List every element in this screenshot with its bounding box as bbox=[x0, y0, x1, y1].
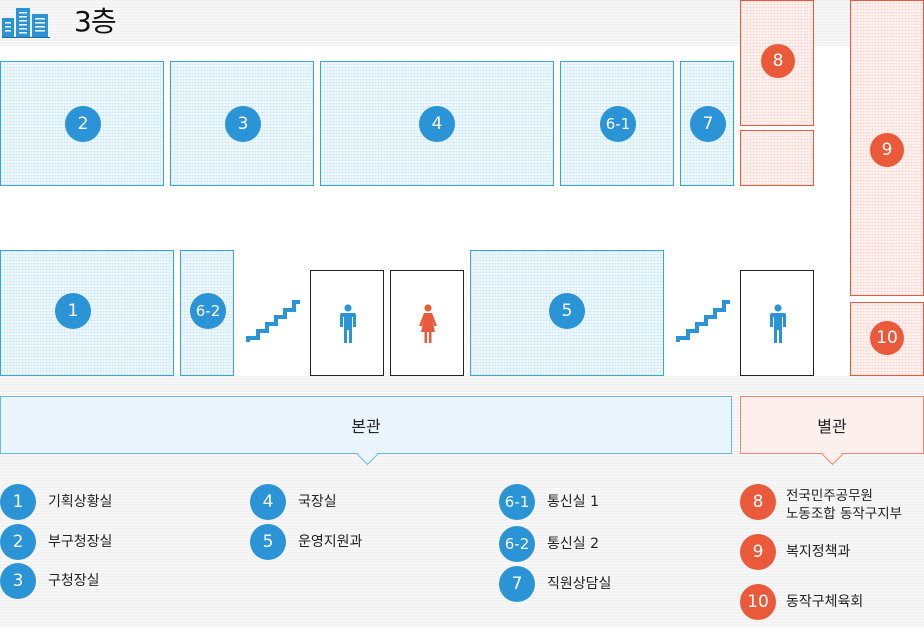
legend-badge: 5 bbox=[250, 524, 286, 560]
legend-label: 구청장실 bbox=[48, 573, 100, 589]
legend-item[interactable]: 8 전국민주공무원 노동조합 동작구지부 bbox=[740, 484, 924, 526]
room-1-badge: 1 bbox=[55, 293, 91, 329]
room-9[interactable]: 9 bbox=[850, 0, 924, 296]
building-icon bbox=[2, 8, 50, 38]
legend-badge: 4 bbox=[250, 484, 286, 520]
room-7[interactable]: 7 bbox=[680, 61, 734, 186]
room-6-2[interactable]: 6-2 bbox=[180, 250, 234, 376]
male-restroom-icon bbox=[770, 304, 786, 343]
room-3[interactable]: 3 bbox=[170, 61, 314, 186]
room-10-badge: 10 bbox=[870, 321, 904, 355]
legend-label: 직원상담실 bbox=[547, 576, 612, 592]
room-3-badge: 3 bbox=[225, 106, 261, 142]
room-7-badge: 7 bbox=[690, 106, 726, 142]
room-10[interactable]: 10 bbox=[850, 302, 924, 376]
female-restroom-icon bbox=[419, 304, 437, 343]
legend-item[interactable]: 4 국장실 bbox=[250, 484, 470, 520]
legend-item[interactable]: 10 동작구체육회 bbox=[740, 584, 924, 620]
stairs-icon bbox=[676, 300, 730, 342]
legend-item[interactable]: 1 기획상황실 bbox=[0, 484, 220, 520]
legend-badge: 1 bbox=[0, 484, 36, 520]
room-1[interactable]: 1 bbox=[0, 250, 174, 376]
room-2-badge: 2 bbox=[65, 106, 101, 142]
legend-label: 부구청장실 bbox=[48, 534, 113, 550]
room-4-badge: 4 bbox=[419, 106, 455, 142]
legend-label: 국장실 bbox=[298, 494, 337, 510]
male-restroom-icon bbox=[340, 304, 356, 343]
legend-label: 기획상황실 bbox=[48, 494, 113, 510]
legend-badge: 2 bbox=[0, 524, 36, 560]
legend-badge: 7 bbox=[499, 566, 535, 602]
legend-badge: 6-2 bbox=[499, 526, 535, 562]
legend-badge: 9 bbox=[740, 534, 776, 570]
room-8[interactable]: 8 bbox=[740, 0, 814, 126]
legend-item[interactable]: 6-2 통신실 2 bbox=[499, 526, 719, 562]
room-5[interactable]: 5 bbox=[470, 250, 664, 376]
room-8-badge: 8 bbox=[761, 44, 795, 78]
legend-badge: 6-1 bbox=[499, 484, 535, 520]
legend-badge: 10 bbox=[740, 584, 776, 620]
room-9-badge: 9 bbox=[870, 133, 904, 167]
room-6-1-badge: 6-1 bbox=[600, 106, 636, 142]
room-6-2-badge: 6-2 bbox=[190, 293, 226, 329]
room-8-annex-storage[interactable] bbox=[740, 130, 814, 186]
legend-item[interactable]: 3 구청장실 bbox=[0, 563, 220, 599]
legend-item[interactable]: 6-1 통신실 1 bbox=[499, 484, 719, 520]
room-5-badge: 5 bbox=[549, 293, 585, 329]
room-2[interactable]: 2 bbox=[0, 61, 164, 186]
legend-label: 운영지원과 bbox=[298, 534, 363, 550]
legend-badge: 3 bbox=[0, 563, 36, 599]
room-6-1[interactable]: 6-1 bbox=[560, 61, 674, 186]
legend-label: 전국민주공무원 노동조합 동작구지부 bbox=[786, 488, 903, 522]
legend-label: 복지정책과 bbox=[786, 544, 851, 560]
legend-item[interactable]: 7 직원상담실 bbox=[499, 566, 719, 602]
legend-item[interactable]: 2 부구청장실 bbox=[0, 524, 220, 560]
legend-label: 통신실 1 bbox=[547, 494, 599, 510]
legend-badge: 8 bbox=[740, 484, 776, 520]
legend-label: 동작구체육회 bbox=[786, 594, 864, 610]
legend-item[interactable]: 9 복지정책과 bbox=[740, 534, 924, 570]
stairs-icon bbox=[246, 300, 300, 342]
male-restroom[interactable] bbox=[310, 270, 384, 376]
annex-building-label: 별관 bbox=[740, 396, 924, 454]
female-restroom[interactable] bbox=[390, 270, 464, 376]
floor-title: 3층 bbox=[74, 5, 117, 38]
annex-male-restroom[interactable] bbox=[740, 270, 814, 376]
room-4[interactable]: 4 bbox=[320, 61, 554, 186]
legend-label: 통신실 2 bbox=[547, 536, 599, 552]
legend-item[interactable]: 5 운영지원과 bbox=[250, 524, 470, 560]
